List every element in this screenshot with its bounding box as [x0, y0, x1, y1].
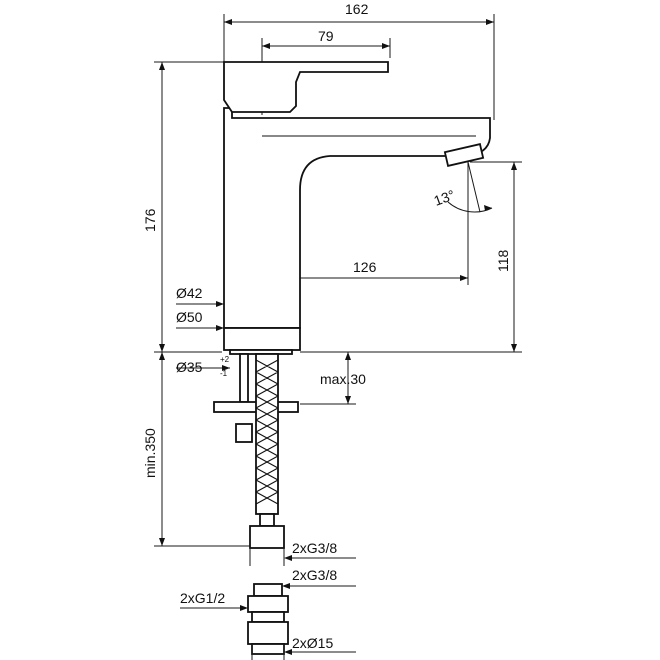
adapter-thread-label: 2xG3/8: [292, 567, 337, 583]
hose-nut: [249, 525, 285, 549]
faucet-handle: [223, 61, 389, 113]
body-diameter-label: Ø42: [176, 285, 203, 301]
outlet-height-label: 118: [495, 249, 511, 272]
height-label: 176: [142, 208, 158, 232]
hose-thread-label: 2xG3/8: [292, 540, 337, 556]
angle-label: 13°: [432, 187, 457, 209]
overall-width-label: 162: [345, 1, 369, 17]
faucet-column: [223, 107, 491, 329]
max-deck-label: max.30: [320, 371, 366, 387]
min-hose-label: min.350: [142, 428, 158, 478]
dim-outlet-height: 118: [300, 161, 522, 353]
adapter-top: [253, 583, 283, 597]
pipe-diameter-label: 2xØ15: [292, 635, 333, 651]
hole-diameter-label: Ø35: [176, 359, 203, 375]
adapter-hex: [247, 595, 289, 613]
dim-height: 176: [142, 61, 228, 353]
faucet-body: [223, 61, 491, 355]
adapter-fitting: [247, 583, 289, 655]
base-plate: [223, 327, 301, 351]
dim-angle: 13°: [432, 161, 493, 214]
inlet-thread-label: 2xG1/2: [180, 590, 225, 606]
threaded-stud: [239, 353, 249, 403]
compression-nut: [247, 621, 289, 645]
dim-max-deck: max.30: [300, 352, 366, 405]
dim-overall-width: 162: [223, 1, 495, 120]
hole-tolerance-minus: -1: [220, 369, 228, 378]
aerator: [443, 143, 485, 167]
base-diameter-label: Ø50: [176, 309, 203, 325]
handle-width-label: 79: [318, 28, 334, 44]
hole-tolerance-plus: +2: [220, 355, 230, 364]
adapter-thread: [251, 611, 285, 623]
fixing-nut: [235, 423, 253, 443]
pipe-stub: [251, 643, 285, 655]
dim-min-hose: min.350: [142, 352, 250, 547]
hose-ferrule: [259, 513, 275, 527]
spout-reach-label: 126: [353, 259, 377, 275]
connection-labels: 2xG3/8 2xG3/8 2xG1/2 2xØ15: [180, 540, 356, 660]
mounting-hardware: [213, 353, 299, 549]
